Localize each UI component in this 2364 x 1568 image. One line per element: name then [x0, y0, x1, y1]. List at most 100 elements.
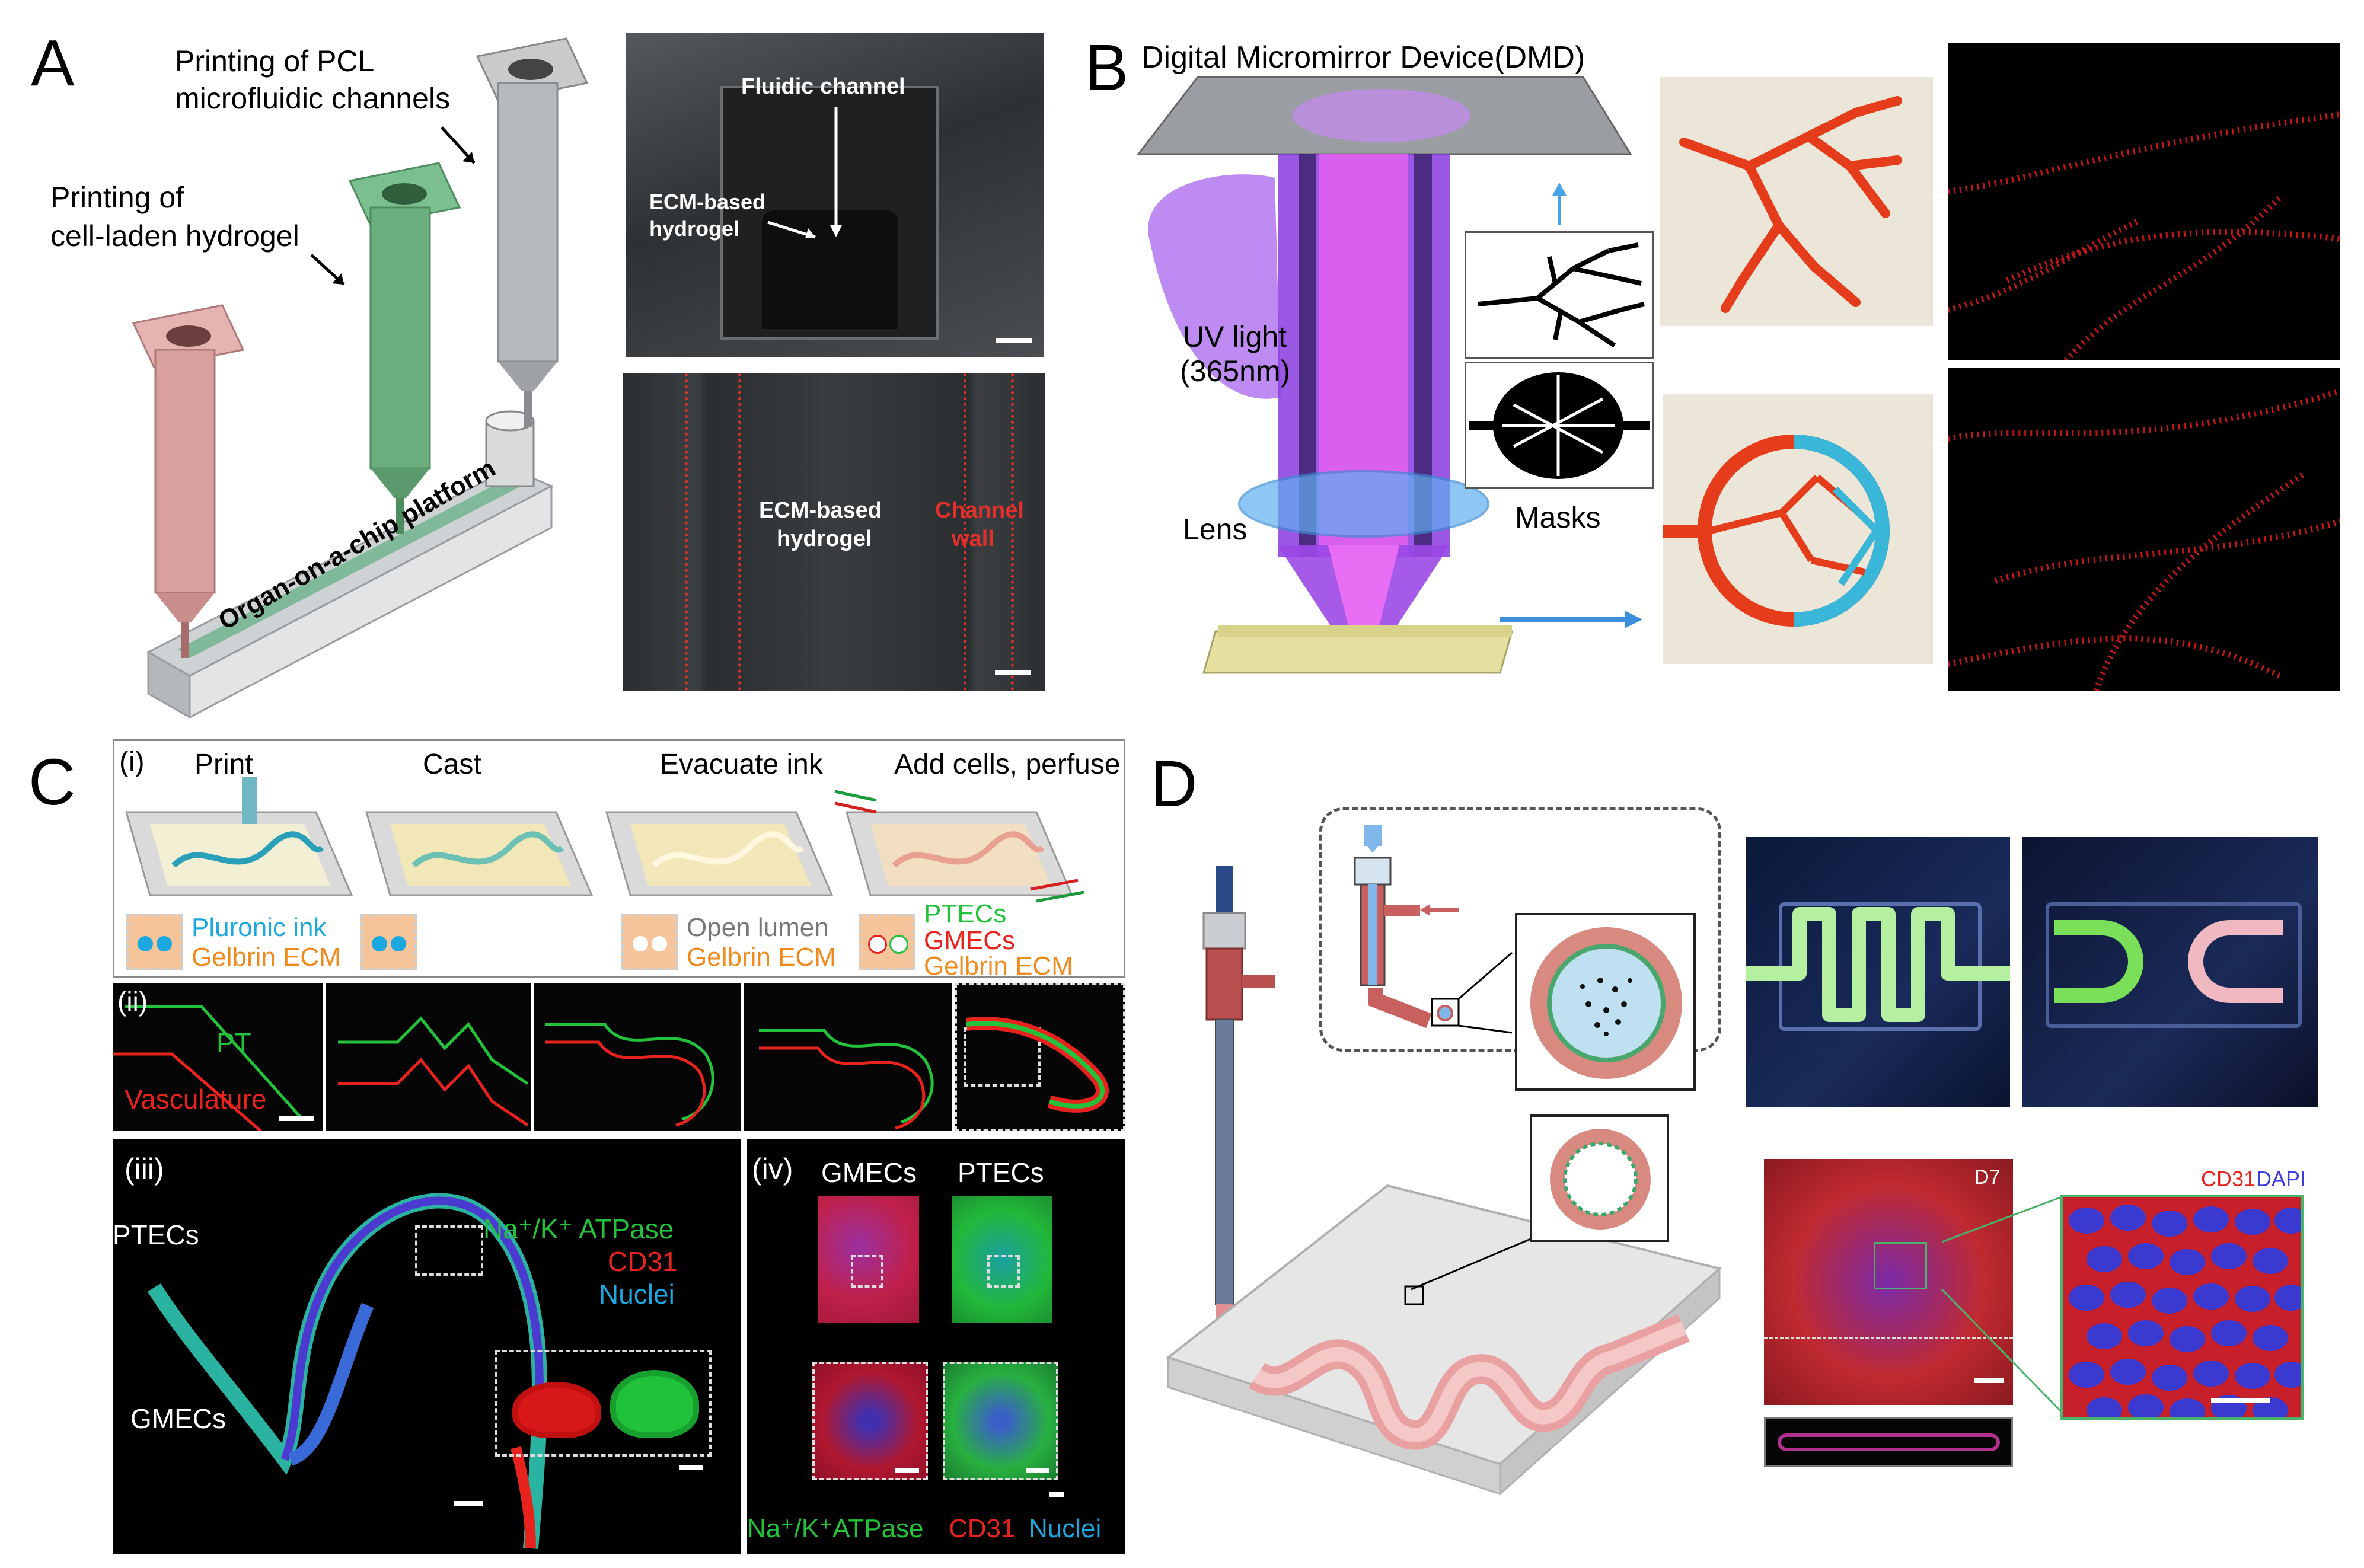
- kidney-tubule-image: [147, 1193, 548, 1549]
- vessel-ring-icon: [1550, 1129, 1651, 1230]
- sem-label-hydrogel-1: hydrogel: [649, 216, 740, 241]
- label-ptecs-iii: PTECs: [113, 1219, 199, 1250]
- gmecs-stain: [818, 1196, 919, 1323]
- cross-section-inset: [495, 1350, 712, 1457]
- dmd-label: Digital Micromirror Device(DMD): [1141, 40, 1585, 75]
- ptecs-zoom: [943, 1362, 1058, 1480]
- legend-icon-3: [621, 914, 678, 970]
- dmd-illustration: [1136, 76, 1642, 674]
- red-tree-icon: [1679, 96, 1902, 313]
- zoom-box: [987, 1255, 1020, 1288]
- label-nuclei-iv: Nuclei: [1029, 1514, 1102, 1543]
- coaxial-inset: [1319, 807, 1721, 1052]
- zoom-box: [851, 1255, 883, 1288]
- serpentine-channel-icon: [1746, 907, 2010, 1022]
- hollow-fiber-section-icon: [1530, 927, 1682, 1079]
- zoom-inset: [955, 983, 1125, 1131]
- scale-bar: [1974, 1378, 2004, 1383]
- sem-arrows: [767, 107, 842, 239]
- confocal-image-d7: D7: [1764, 1159, 2013, 1405]
- fluorescence-vessels: [1948, 388, 2340, 691]
- confocal-cross-section: [1764, 1417, 2013, 1467]
- sem-label-hydrogel-2: hydrogel: [777, 526, 872, 551]
- scale-bar: [995, 670, 1031, 675]
- sem-label-ecm-2: ECM-based: [759, 498, 882, 523]
- legend-icon-1: [126, 914, 183, 970]
- label-vasculature: Vasculature: [125, 1084, 267, 1114]
- sem-label-channel: Channel: [935, 498, 1024, 523]
- scale-bar: [679, 1465, 703, 1470]
- sem-image-channel: Fluidic channel ECM-based hydrogel: [626, 33, 1044, 357]
- uv-label-1: UV light: [1183, 320, 1287, 353]
- step-add-cells: Add cells, perfuse: [894, 749, 1121, 780]
- label-atpase-iii: Na⁺/K⁺ ATPase: [483, 1213, 674, 1244]
- label-nuclei-iii: Nuclei: [599, 1279, 675, 1310]
- step-evacuate: Evacuate ink: [660, 749, 823, 780]
- endothelial-cells: [2069, 1205, 2301, 1417]
- scale-bar: [996, 338, 1032, 343]
- label-pt: PT: [216, 1027, 251, 1058]
- ptecs-stain: [952, 1196, 1052, 1323]
- vessel-tree-icon: [1478, 242, 1645, 348]
- label-pcl-line2: microfluidic channels: [175, 82, 451, 115]
- zoom-box: [415, 1225, 483, 1276]
- label-cd31-iii: CD31: [608, 1246, 678, 1277]
- legend-ptecs: PTECs: [924, 899, 1007, 928]
- sem-image-wall: ECM-based hydrogel Channel wall: [623, 373, 1045, 691]
- panel-label-b: B: [1085, 31, 1129, 104]
- scale-bar: [279, 1116, 314, 1121]
- gmecs-zoom: [812, 1362, 928, 1480]
- uv-label-2: (365nm): [1180, 355, 1291, 388]
- label-ptecs-iv: PTECs: [958, 1157, 1044, 1188]
- panel-c-iii: (iii) PTECs GMECs Na⁺/K⁺ ATPase CD31 Nuc…: [113, 1139, 741, 1554]
- scale-bar: [454, 1501, 483, 1506]
- label-cd31-iv: CD31: [949, 1514, 1016, 1543]
- label-hydrogel-line1: Printing of: [50, 181, 184, 214]
- legend-gmecs: GMECs: [924, 926, 1015, 955]
- panel-label-a: A: [31, 27, 75, 100]
- coaxial-printing-illustration: [1165, 866, 1722, 1496]
- pt-vasculature-channels: [113, 1005, 1109, 1131]
- label-pcl-line1: Printing of PCL: [175, 44, 375, 78]
- cross-section-inset-1: [1515, 913, 1696, 1091]
- panel-c-i: (i) Print Cast Evacuate ink Add cells, p…: [113, 739, 1125, 981]
- tag-c-iii: (iii): [125, 1152, 164, 1186]
- sem-label-wall: wall: [952, 526, 994, 551]
- legend-open-lumen: Open lumen: [687, 913, 829, 942]
- mask-network: [1465, 362, 1654, 489]
- printed-vessel-network: [1663, 394, 1933, 664]
- organ-on-chip-illustration: [132, 37, 589, 719]
- label-cd31-d: CD31: [2201, 1167, 2256, 1191]
- sem-label-ecm-1: ECM-based: [649, 190, 766, 214]
- step-print: Print: [194, 749, 253, 780]
- tag-c-i: (i): [119, 746, 145, 778]
- coaxial-nozzle-icon: [1354, 825, 1513, 1034]
- mask-tree: [1465, 231, 1654, 359]
- step-cast: Cast: [423, 749, 481, 780]
- zoom-lines: [1941, 1195, 2065, 1415]
- label-atpase-iv: Na⁺/K⁺ATPase: [747, 1514, 924, 1543]
- tag-c-iv: (iv): [752, 1152, 793, 1186]
- legend-icon-4: [859, 914, 915, 970]
- fluorescence-vessels: [1948, 111, 2340, 360]
- legend-gelbrin-3: Gelbrin ECM: [924, 951, 1073, 981]
- confocal-zoom-cells: [2060, 1195, 2304, 1420]
- red-blue-network-icon: [1663, 435, 1890, 627]
- sem-label-fluidic-channel: Fluidic channel: [741, 74, 905, 99]
- scale-bar: [1026, 1468, 1049, 1473]
- vessel-network-icon: [1469, 372, 1650, 479]
- label-gmecs-iii: GMECs: [130, 1403, 226, 1434]
- panel-label-d: D: [1150, 748, 1198, 820]
- printed-vessel-tree: [1660, 77, 1933, 326]
- label-dapi-d: DAPI: [2256, 1167, 2306, 1191]
- lens-label: Lens: [1183, 513, 1248, 546]
- legend-icon-2: [360, 914, 417, 970]
- tag-c-ii: (ii): [117, 986, 148, 1017]
- fluorescent-channel-photo-2: [2022, 837, 2318, 1107]
- legend-gelbrin-1: Gelbrin ECM: [192, 943, 341, 972]
- scale-bar: [895, 1468, 919, 1473]
- panel-c-ii: PT Vasculature (ii): [113, 983, 1125, 1131]
- legend-gelbrin-2: Gelbrin ECM: [687, 943, 836, 972]
- fluorescent-channel-photo-1: [1746, 837, 2010, 1107]
- cross-section-inset-2: [1530, 1114, 1669, 1242]
